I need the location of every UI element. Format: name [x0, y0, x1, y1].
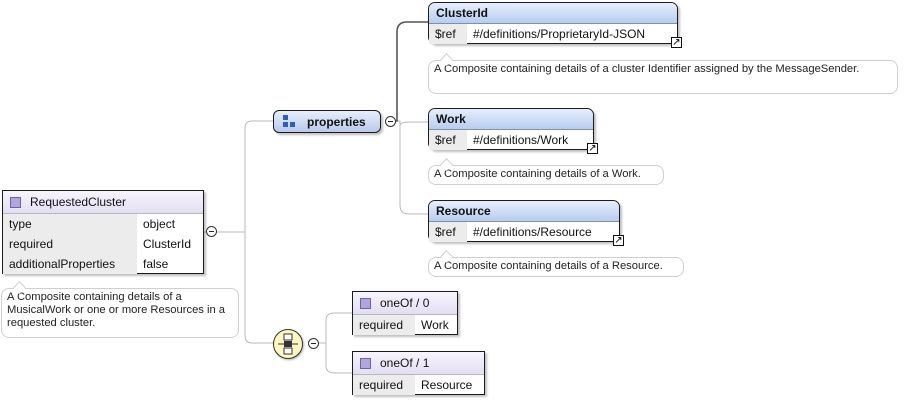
ref-value: #/definitions/Work	[473, 133, 569, 147]
resource-node[interactable]: Resource $ref #/definitions/Resource	[428, 200, 620, 242]
oneof-glyph	[278, 333, 298, 355]
root-row-required: required ClusterId	[3, 234, 203, 254]
oneof-0-title: oneOf / 0	[380, 296, 430, 310]
root-row-type: type object	[3, 214, 203, 234]
ref-value: #/definitions/Resource	[473, 225, 592, 239]
row-value: ClusterId	[143, 237, 192, 251]
oneof-1-header: oneOf / 1	[353, 352, 484, 375]
oneof-1-row: required Resource	[353, 375, 484, 395]
collapse-minus-icon[interactable]	[385, 116, 396, 127]
resource-ref-row: $ref #/definitions/Resource	[429, 222, 619, 242]
row-value: Resource	[421, 378, 473, 392]
external-link-arrow-icon[interactable]: ↗	[587, 143, 598, 154]
properties-label: properties	[307, 114, 366, 129]
ref-key: $ref	[429, 24, 467, 44]
properties-grid-icon	[283, 114, 297, 129]
purple-square-icon	[360, 357, 371, 369]
purple-square-icon	[360, 297, 371, 309]
row-key: required	[3, 234, 137, 254]
work-note: A Composite containing details of a Work…	[428, 165, 664, 185]
row-key: type	[3, 214, 137, 234]
work-title: Work	[429, 109, 593, 130]
oneof-0-row: required Work	[353, 315, 457, 335]
external-link-arrow-icon[interactable]: ↗	[613, 235, 624, 246]
root-row-additional-properties: additionalProperties false	[3, 254, 203, 274]
root-node[interactable]: RequestedCluster type object required Cl…	[2, 190, 204, 274]
row-key: required	[353, 315, 415, 335]
oneof-1-title: oneOf / 1	[380, 356, 430, 370]
external-link-arrow-icon[interactable]: ↗	[671, 37, 682, 48]
clusterid-node[interactable]: ClusterId $ref #/definitions/Proprietary…	[428, 2, 678, 44]
row-value: Work	[421, 318, 449, 332]
row-key: required	[353, 375, 415, 395]
ref-key: $ref	[429, 222, 467, 242]
root-node-header: RequestedCluster	[3, 191, 203, 214]
row-value: false	[143, 257, 169, 271]
resource-title: Resource	[429, 201, 619, 222]
row-value: object	[143, 217, 176, 231]
properties-node[interactable]: properties	[273, 110, 381, 133]
oneof-0-node[interactable]: oneOf / 0 required Work	[352, 291, 458, 335]
row-key: additionalProperties	[3, 254, 137, 274]
root-note: A Composite containing details of a Musi…	[1, 288, 239, 338]
purple-square-icon	[10, 196, 21, 208]
ref-key: $ref	[429, 130, 467, 150]
clusterid-ref-row: $ref #/definitions/ProprietaryId-JSON	[429, 24, 677, 44]
work-node[interactable]: Work $ref #/definitions/Work	[428, 108, 594, 150]
oneof-0-header: oneOf / 0	[353, 292, 457, 315]
ref-value: #/definitions/ProprietaryId-JSON	[473, 27, 646, 41]
collapse-minus-icon[interactable]	[308, 338, 319, 349]
oneof-1-node[interactable]: oneOf / 1 required Resource	[352, 351, 485, 395]
root-node-title: RequestedCluster	[30, 195, 127, 209]
work-ref-row: $ref #/definitions/Work	[429, 130, 593, 150]
clusterid-note: A Composite containing details of a clus…	[428, 60, 898, 94]
collapse-minus-icon[interactable]	[206, 226, 217, 237]
oneof-compositor-icon[interactable]	[273, 329, 303, 359]
clusterid-title: ClusterId	[429, 3, 677, 24]
resource-note: A Composite containing details of a Reso…	[428, 257, 684, 277]
